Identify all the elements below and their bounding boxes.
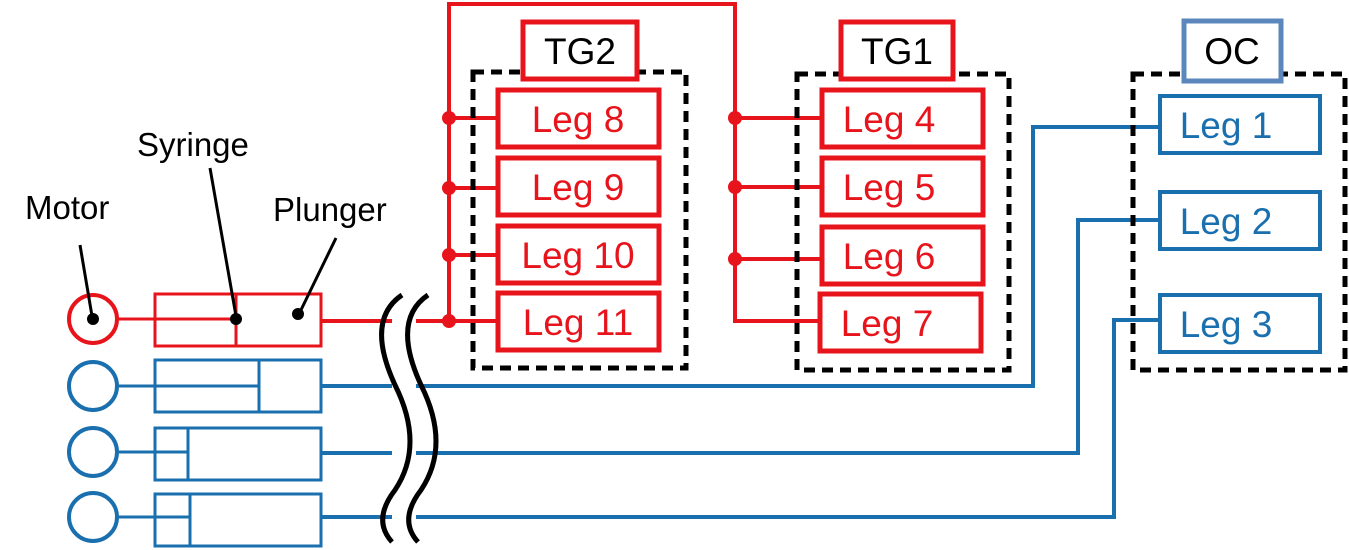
- tube-to-leg-2: [321, 218, 1160, 455]
- junction-dot: [442, 181, 456, 195]
- junction-dot: [728, 111, 742, 125]
- syringe-icon: [153, 426, 323, 482]
- plunger-label: Plunger: [273, 191, 387, 228]
- junction-dot: [728, 180, 742, 194]
- leg-box: [1158, 190, 1322, 251]
- tube-break-icon: [379, 290, 439, 550]
- leg-label: Leg 8: [532, 99, 625, 140]
- motor-icon: [67, 426, 119, 478]
- leg-label: Leg 6: [843, 236, 936, 277]
- leg-label: Leg 5: [843, 167, 936, 208]
- tube-to-leg-3: [321, 318, 1160, 519]
- motor-icon: [67, 293, 119, 345]
- motor-shafts: [117, 317, 259, 519]
- leg-label: Leg 2: [1180, 201, 1273, 242]
- annotation-pointers: [78, 167, 338, 317]
- tg1-title: TG1: [861, 31, 933, 72]
- junction-dot: [442, 111, 456, 125]
- motor-icon: [67, 491, 119, 543]
- leg-label: Leg 10: [521, 235, 634, 276]
- plunger-pointer-dot: [292, 308, 304, 320]
- tg2-title-box: [520, 19, 640, 82]
- syringe-pointer-dot: [230, 313, 242, 325]
- leg-box: [495, 223, 662, 286]
- leg-box: [1158, 293, 1322, 354]
- tg1-title-box: [838, 19, 956, 82]
- junction-dot: [442, 314, 456, 328]
- leg-label: Leg 9: [532, 167, 625, 208]
- tg2-title: TG2: [544, 31, 616, 72]
- leg-label: Leg 3: [1180, 304, 1273, 345]
- oc-group-frame: [1130, 71, 1348, 373]
- syringe-label: Syringe: [137, 126, 249, 163]
- leg-label: Leg 1: [1180, 105, 1273, 146]
- junction-dot: [442, 248, 456, 262]
- leg-box: [495, 290, 662, 353]
- leg-box: [495, 87, 662, 150]
- oc-title: OC: [1204, 31, 1260, 72]
- syringe-icon: [153, 358, 323, 414]
- leg-box: [819, 155, 986, 218]
- blue-tubing: [321, 125, 1160, 519]
- junction-dot: [728, 252, 742, 266]
- tube-to-leg-1: [321, 125, 1160, 388]
- leg-box: [1158, 94, 1322, 155]
- motor-icon: [67, 360, 119, 412]
- leg-label: Leg 11: [523, 302, 633, 343]
- motor-label: Motor: [25, 189, 109, 226]
- leg-label: Leg 7: [841, 303, 934, 344]
- red-junctions: [442, 111, 742, 328]
- leg-box: [495, 155, 662, 218]
- syringe-icon: [153, 492, 323, 548]
- leg-box: [817, 291, 984, 354]
- leg-label: Leg 4: [843, 99, 936, 140]
- tg1-group-frame: [794, 71, 1012, 373]
- tg2-group-frame: [470, 69, 689, 371]
- leg-box: [819, 87, 986, 150]
- oc-title-box: [1181, 18, 1284, 84]
- leg-box: [819, 224, 986, 287]
